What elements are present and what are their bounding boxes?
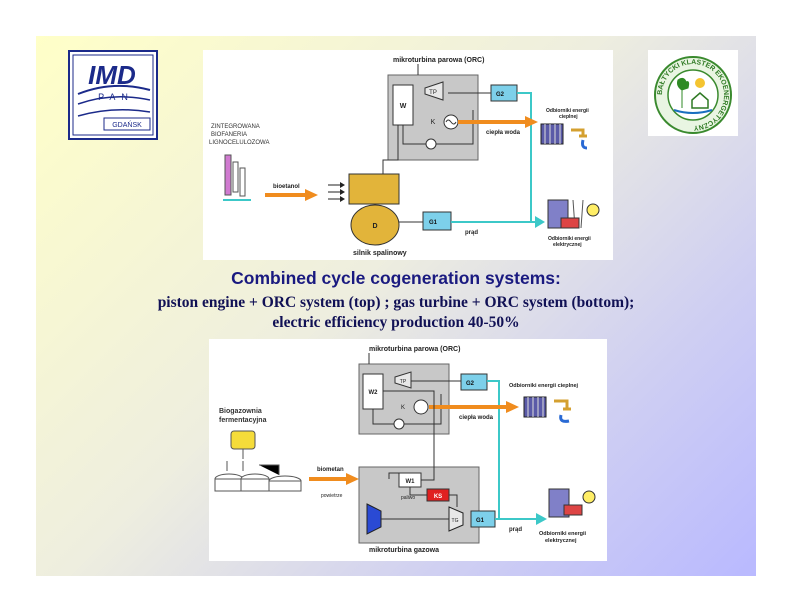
air-label: powietrze	[321, 493, 343, 499]
tp-turbine-icon-bottom	[394, 371, 412, 389]
faucet-icon	[571, 128, 587, 138]
caption-line-2: electric efficiency production 40-50%	[272, 314, 520, 331]
elec-consumers-label-2: elektrycznej	[553, 242, 582, 248]
tp-turbine-icon	[424, 81, 444, 101]
biorefinery-label-3: LIGNOCELULOZOWA	[209, 140, 269, 146]
power-arrow-bottom	[536, 513, 547, 525]
heat-consumers-label-1: Odbiorniki energii	[546, 108, 589, 114]
w-label: W	[400, 103, 407, 110]
compressor-icon	[366, 503, 382, 535]
d-label: D	[372, 223, 377, 230]
orc-title: mikroturbina parowa (ORC)	[393, 57, 484, 64]
condenser-coil-icon-bottom	[413, 399, 429, 415]
pump-icon	[425, 138, 437, 150]
tree-icon	[677, 77, 690, 108]
fuel-small-label: paliwo	[401, 495, 415, 501]
g1-label: G1	[429, 220, 438, 226]
slide: IMD PAN GDAŃSK BAŁTYCKI KLASTER EKOENERG…	[36, 36, 756, 576]
biomethane-label: biometan	[317, 467, 344, 473]
elec-consumers-label-2-bottom: elektrycznej	[545, 538, 577, 544]
hot-water-label-bottom: ciepła woda	[459, 415, 494, 421]
bottom-diagram: mikroturbina parowa (ORC) W2 TP K G2 cie…	[209, 339, 607, 561]
top-diagram: mikroturbina parowa (ORC) W TP K G2 ciep…	[203, 50, 613, 260]
power-label: prąd	[465, 230, 478, 236]
power-arrow	[535, 216, 545, 228]
sun-icon	[695, 78, 705, 88]
house-icon	[691, 92, 709, 109]
biorefinery-label-2: BIOFANERIA	[211, 132, 247, 138]
tp-label: TP	[429, 90, 437, 96]
g1-label-bottom: G1	[476, 518, 485, 524]
logo-pan-text: PAN	[98, 92, 134, 102]
ks-label: KS	[434, 494, 442, 500]
engine-label: silnik spalinowy	[353, 250, 407, 257]
engine-crankcase	[350, 204, 400, 246]
tp-label-bottom: TP	[400, 379, 407, 385]
biorefinery-icon	[223, 154, 251, 201]
biomethane-arrow	[346, 473, 359, 485]
hot-water-arrow	[525, 116, 538, 128]
pump-icon-bottom	[393, 418, 405, 430]
baltic-cluster-logo: BAŁTYCKI KLASTER EKOENERGETYCZNY	[648, 50, 738, 136]
elec-consumers-label-1: Odbiorniki energii	[548, 236, 591, 242]
biogas-plant-icon	[214, 430, 302, 492]
biorefinery-label-1: ZINTEGROWANA	[211, 124, 260, 130]
w2-label: W2	[369, 390, 379, 396]
power-label-bottom: prąd	[509, 527, 522, 533]
radiator-icon	[540, 123, 564, 145]
g2-label: G2	[496, 92, 505, 98]
k-label: K	[431, 119, 436, 126]
biogas-plant-label-1: Biogazownia	[219, 408, 262, 415]
engine-cylinder	[348, 173, 400, 205]
tg-turbine-icon	[448, 506, 464, 532]
bioethanol-label: bioetanol	[273, 184, 300, 190]
orc-title-bottom: mikroturbina parowa (ORC)	[369, 346, 460, 353]
bioethanol-arrow	[305, 189, 318, 201]
logo-city-text: GDAŃSK	[112, 120, 142, 129]
g2-label-bottom: G2	[466, 381, 475, 387]
gas-turbine-label: mikroturbina gazowa	[369, 547, 439, 554]
caption-title: Combined cycle cogeneration systems:	[231, 268, 561, 288]
w1-label: W1	[406, 479, 416, 485]
caption-line-1: piston engine + ORC system (top) ; gas t…	[157, 294, 635, 311]
heat-consumers-label-2: cieplnej	[559, 114, 578, 120]
elec-consumers-label-1-bottom: Odbiorniki energii	[539, 531, 587, 537]
faucet-icon-bottom	[554, 399, 571, 411]
imd-pan-logo: IMD PAN GDAŃSK	[68, 50, 158, 140]
radiator-icon-bottom	[523, 396, 547, 418]
k-label-bottom: K	[401, 405, 405, 411]
hot-water-arrow-bottom	[506, 401, 519, 413]
biogas-plant-label-2: fermentacyjna	[219, 417, 267, 424]
tg-label: TG	[452, 518, 459, 524]
electric-consumers-icon-bottom	[548, 488, 596, 518]
electric-consumers-icon	[547, 199, 600, 229]
logo-imd-text: IMD	[88, 60, 136, 90]
heat-consumers-label-bottom: Odbiorniki energii cieplnej	[509, 383, 579, 389]
hot-water-label: ciepła woda	[486, 130, 521, 136]
